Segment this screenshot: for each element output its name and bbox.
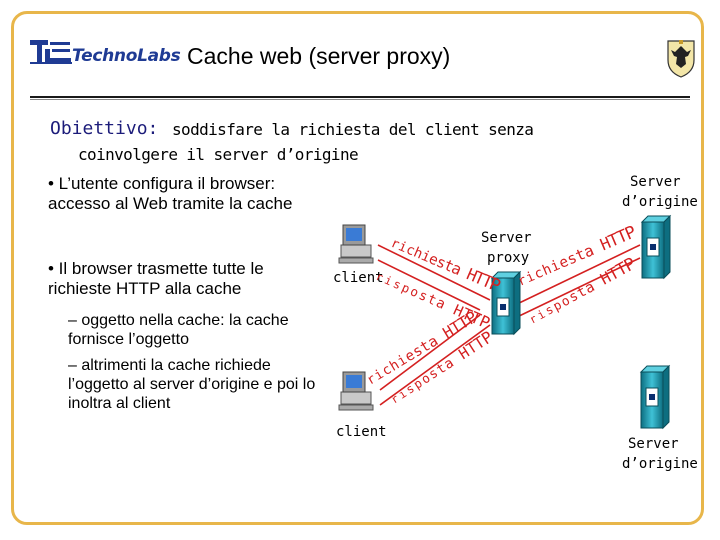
page-title: Cache web (server proxy) xyxy=(187,43,451,69)
header-divider xyxy=(30,96,690,98)
line-origin1-response xyxy=(514,257,641,319)
client-label: client xyxy=(333,270,384,286)
subbullet-cache-miss: – altrimenti la cache richiede l’oggetto… xyxy=(68,357,316,412)
origin-label-line2: d’origine xyxy=(622,194,698,210)
objective-text-line2: coinvolgere il server d’origine xyxy=(78,145,359,164)
line-client2-response xyxy=(379,324,491,406)
logo-text: TechnoLabs xyxy=(72,46,181,66)
header-divider-thin xyxy=(30,99,690,100)
subbullet-cache-hit: – oggetto nella cache: la cache fornisce… xyxy=(68,312,289,348)
proxy-server-icon xyxy=(490,270,522,336)
connection-lines xyxy=(377,244,641,406)
origin-label-line1: Server xyxy=(630,174,681,190)
origin-server-icon xyxy=(640,214,672,280)
line-origin1-request xyxy=(514,244,641,306)
origin-label-line2: d’origine xyxy=(622,456,698,472)
bullet-browser-sends: • Il browser trasmette tutte le richiest… xyxy=(48,259,264,298)
objective-label: Obiettivo: xyxy=(50,118,159,139)
objective-text-line1: soddisfare la richiesta del client senza xyxy=(172,120,534,139)
line-client2-request xyxy=(379,314,481,391)
response-label-client1-char: r xyxy=(374,270,386,285)
client-computer-icon xyxy=(338,371,374,411)
origin-server-icon xyxy=(639,364,671,430)
crest-icon xyxy=(667,40,695,78)
line-client1-response xyxy=(377,259,481,311)
client-label: client xyxy=(336,424,387,440)
proxy-label-line2: proxy xyxy=(487,250,529,266)
origin-label-line1: Server xyxy=(628,436,679,452)
bullet-configure-browser: • L’utente configura il browser: accesso… xyxy=(48,174,293,213)
client-computer-icon xyxy=(338,224,374,264)
line-client1-request xyxy=(377,244,491,301)
technolabs-logo-icon xyxy=(30,40,72,64)
slide-frame xyxy=(11,11,704,525)
proxy-label-line1: Server xyxy=(481,230,532,246)
